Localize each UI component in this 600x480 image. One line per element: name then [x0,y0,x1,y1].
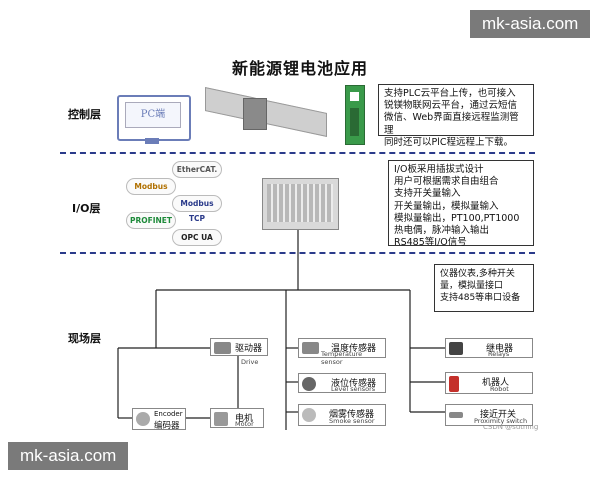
level-sensor-icon [302,377,316,391]
relay-icon [449,342,463,355]
device-robot: 机器人 Robot [445,372,533,394]
motor-icon [214,412,228,426]
field-note-line: 仪器仪表,多种开关 [440,269,515,279]
proximity-switch-icon [449,412,463,418]
device-encoder: Encoder 编码器 [132,408,186,431]
profinet-logo: PROFINET [126,212,176,229]
io-note-line: 支持开关量输入 [394,188,461,200]
device-proximity-switch: 接近开关 Proximity switch [445,404,533,426]
field-note: 仪器仪表,多种开关 量，模拟量接口 支持485等串口设备 [434,264,534,312]
device-smoke-sensor: 烟雾传感器 Smoke sensor [298,404,386,426]
control-note-line: 微信、Web界面直接远程监测管理 [384,112,519,136]
monitor-stand [145,138,159,144]
drive-icon [214,342,231,354]
device-relay: 继电器 Relays [445,338,533,358]
device-motor: 电机 Motor [210,408,264,428]
io-note-line: 模拟量输出，PT100,PT1000 [394,212,520,224]
plc-module-icon [345,85,365,145]
temperature-sensor-icon [302,342,319,354]
device-drive: 驱动器 Drive [210,338,268,366]
io-note-line: 用户可根据需求自由组合 [394,176,499,188]
field-note-line: 量，模拟量接口 [440,281,504,292]
control-note-line: 锐镁物联网云平台，通过云短信 [384,100,518,112]
io-note-line: 开关量输出，模拟量输入 [394,200,499,212]
pc-monitor-icon: PC端 [117,95,191,141]
io-note-line: 热电偶，脉冲输入输出 [394,225,490,237]
control-note-line: 支持PLC云平台上传，也可接入 [384,88,516,99]
io-module-rack-icon [262,178,339,230]
encoder-icon [136,412,150,426]
io-note-line: I/O板采用插拔式设计 [394,164,484,175]
watermark-bottom: mk-asia.com [8,442,129,470]
io-note-line: RS485等I/O信号 [394,237,467,249]
field-note-line: 支持485等串口设备 [440,293,521,304]
layer-label-io: I/O层 [72,202,101,215]
separator-io-field [60,252,535,254]
device-level-sensor: 液位传感器 Level sensors [298,373,386,393]
pc-label: PC端 [125,102,181,128]
io-note: I/O板采用插拔式设计 用户可根据需求自由组合 支持开关量输入 开关量输出，模拟… [388,160,534,249]
separator-control-io [60,152,535,154]
layer-label-field: 现场层 [68,332,101,345]
modbus-logo: Modbus [126,178,176,195]
opc-ua-logo: OPC UA [172,229,222,246]
control-note: 支持PLC云平台上传，也可接入 锐镁物联网云平台，通过云短信 微信、Web界面直… [378,84,534,148]
layer-label-control: 控制层 [68,108,101,121]
ethercat-logo: EtherCAT. [172,161,222,178]
modbus-tcp-logo: Modbus TCP [172,195,222,223]
csdn-watermark: CSDN @suthing [483,423,539,431]
smoke-sensor-icon [302,408,316,422]
control-note-line: 同时还可以PlC程远程上下载。 [384,136,514,148]
plc-cpu-icon [243,98,267,130]
device-temperature-sensor: 温度传感器 Temperature sensor [298,338,386,366]
page-title: 新能源锂电池应用 [231,59,368,78]
robot-icon [449,376,459,392]
watermark-top: mk-asia.com [470,10,591,38]
